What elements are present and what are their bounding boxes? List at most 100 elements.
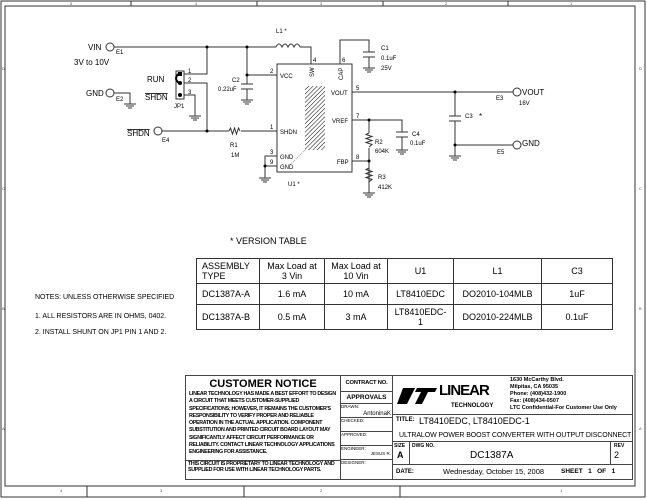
note-item: 1. ALL RESISTORS ARE IN OHMS, 0402. — [35, 313, 167, 320]
title-row: TITLE: LT8410EDC, LT8410EDC-1 ULTRALOW P… — [392, 414, 633, 442]
approvals-heading: APPROVALS — [341, 392, 392, 404]
drawing-title: LT8410EDC, LT8410EDC-1 — [419, 416, 530, 426]
vin-range: 3V to 10V — [74, 58, 110, 67]
e4-ref: E4 — [162, 138, 170, 144]
zone-label: 2 — [320, 488, 323, 493]
c2-ref: C2 — [232, 78, 240, 84]
date-label: DATE: — [396, 469, 414, 475]
company-logo: LINEAR — [439, 382, 490, 399]
note-heading: NOTES: UNLESS OTHERWISE SPECIFIED — [35, 294, 175, 301]
contract-no: CONTRACT NO. — [341, 376, 392, 392]
jumper-jp1 — [175, 70, 185, 100]
notice-text: LINEAR TECHNOLOGY HAS MADE A BEST EFFORT… — [189, 391, 336, 456]
cell: 0.5 mA — [259, 304, 325, 330]
c4-ref: C4 — [412, 132, 420, 138]
pin-number: 3 — [188, 90, 192, 96]
r3-ref: R3 — [378, 175, 386, 181]
gnd-terminal — [105, 88, 115, 98]
dwg-label: DWG NO. — [412, 443, 435, 449]
proprietary-notice: THIS CIRCUIT IS PROPRIETARY TO LINEAR TE… — [185, 460, 341, 480]
r1-value: 1M — [231, 153, 239, 159]
customer-notice: CUSTOMER NOTICE LINEAR TECHNOLOGY HAS MA… — [185, 375, 341, 461]
pin-number: 7 — [356, 114, 360, 120]
l1-ref: L1 * — [276, 29, 287, 35]
pin-cap: CAP — [339, 68, 345, 80]
zone-label: 1 — [570, 1, 573, 6]
address-line: Phone: (408)432-1900 — [510, 391, 567, 397]
zone-label: A — [2, 426, 5, 431]
ground-symbols — [124, 67, 461, 198]
jp1-ref: JP1 — [174, 104, 185, 110]
header-cell: L1 — [453, 258, 542, 284]
engineer-label: ENGINEER: — [341, 446, 366, 451]
size-value: A — [397, 450, 404, 460]
vout-label: VOUT — [522, 88, 544, 97]
pin-vref: VREF — [332, 119, 348, 125]
r2-ref: R2 — [375, 140, 383, 146]
dwg-cell: DWG NO. DC1387A — [409, 441, 611, 465]
rev-cell: REV 2 — [610, 441, 633, 465]
vin-label: VIN — [88, 43, 102, 52]
pin-number: 1 — [270, 125, 274, 131]
u1-ref: U1 * — [288, 182, 300, 188]
pin-shdn: SHDN — [280, 130, 297, 136]
gnd-out-terminal — [512, 140, 522, 150]
checked-label: CHECKED: — [341, 418, 392, 432]
cell: DC1387A-B — [196, 304, 260, 330]
size-cell: SIZE A — [392, 441, 410, 465]
zone-label: A — [639, 426, 642, 431]
version-table-title: * VERSION TABLE — [230, 236, 307, 246]
gnd-label: GND — [86, 89, 104, 98]
c4-value: 0.1uF — [410, 141, 426, 147]
note-item: 2. INSTALL SHUNT ON JP1 PIN 1 AND 2. — [35, 329, 167, 336]
pin-gnd: GND — [280, 165, 294, 171]
header-cell: U1 — [387, 258, 454, 284]
shdn-terminal — [153, 126, 163, 136]
drawing-subtitle: ULTRALOW POWER BOOST CONVERTER WITH OUTP… — [399, 432, 632, 439]
engineer-row: ENGINEER: JESUS R. — [341, 446, 392, 460]
pin-sw: SW — [310, 67, 316, 77]
shdn-label: SHDN — [127, 129, 150, 138]
approved-label: APPROVED: — [341, 432, 392, 446]
dwg-number: DC1387A — [470, 450, 514, 461]
zone-label: C — [639, 186, 642, 191]
address-line: 1630 McCarthy Blvd. — [510, 377, 564, 383]
c2-value: 0.22uF — [218, 87, 237, 93]
c3-star: * — [479, 112, 482, 121]
inductor-l1 — [275, 43, 301, 49]
pin-number: 4 — [313, 58, 317, 64]
capacitors — [241, 51, 461, 138]
vin-terminal — [105, 42, 115, 52]
address-line: Fax: (408)434-0507 — [510, 398, 559, 404]
pin-number: 8 — [356, 155, 360, 161]
pin-number: 2 — [270, 69, 274, 75]
pin-gnd: GND — [280, 155, 294, 161]
zone-label: C — [2, 186, 5, 191]
c1-value: 0.1uF — [381, 56, 397, 62]
pin-number: 5 — [356, 86, 360, 92]
rev-label: REV — [614, 443, 625, 449]
junctions — [205, 45, 457, 168]
header-cell: Max Load at 10 Vin — [324, 258, 388, 284]
rev-value: 2 — [614, 450, 620, 460]
jumper-pins — [178, 72, 182, 97]
zone-label: D — [2, 66, 5, 71]
pin-number: 3 — [270, 150, 274, 156]
zone-label: 3 — [320, 1, 323, 6]
gnd-out-label: GND — [522, 139, 540, 148]
cell: LT8410EDC-1 — [387, 304, 454, 330]
cell: DO2010-104MLB — [453, 283, 542, 305]
date-row: DATE: Wednesday, October 15, 2008 SHEET … — [392, 464, 633, 480]
notice-title: CUSTOMER NOTICE — [209, 378, 317, 390]
header-cell: C3 — [541, 258, 613, 284]
table-header-row: ASSEMBLY TYPE Max Load at 3 Vin Max Load… — [196, 258, 613, 284]
engineer-value: JESUS R. — [370, 451, 391, 456]
company-logo-sub: TECHNOLOGY — [451, 403, 494, 409]
address-line: Milpitas, CA 95035 — [510, 384, 559, 390]
pin-number: 2 — [188, 78, 192, 84]
zone-label: 4 — [60, 488, 63, 493]
